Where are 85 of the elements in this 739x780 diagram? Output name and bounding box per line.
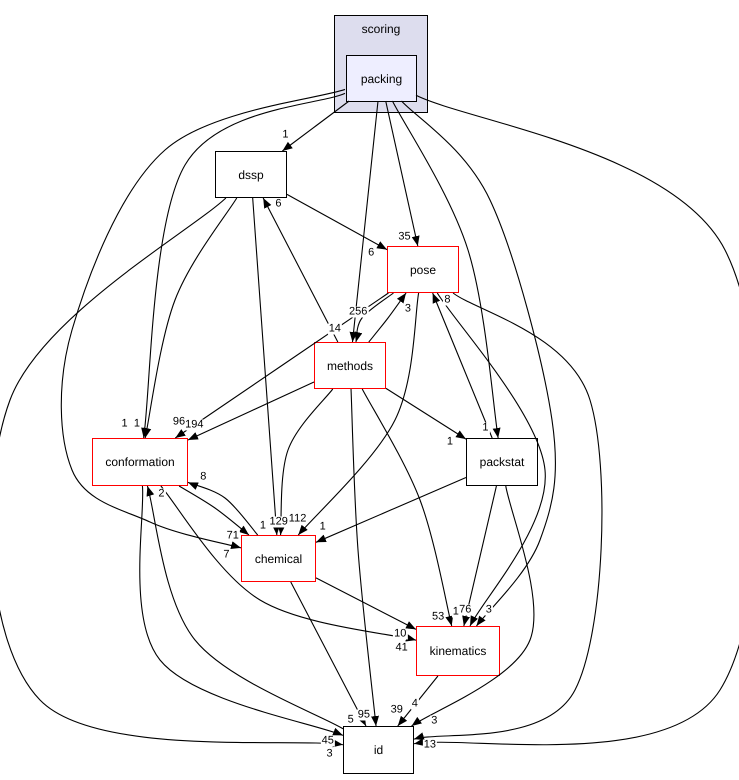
edge-label: 194	[184, 419, 204, 430]
arrow	[188, 382, 314, 440]
arrow	[462, 486, 497, 626]
directory-box	[346, 55, 417, 102]
arrow	[368, 292, 406, 342]
arrow	[277, 388, 334, 536]
edge-label: 13	[422, 739, 438, 750]
arrow	[160, 486, 416, 642]
arrow	[392, 100, 501, 438]
edge-label: 96	[172, 416, 186, 428]
node-label: pose	[410, 262, 436, 276]
node-label: scoring	[362, 22, 400, 36]
arrow	[290, 582, 366, 726]
node-label: id	[374, 743, 384, 757]
arrow	[354, 292, 394, 342]
edge-label: 1	[446, 436, 454, 448]
directory-box	[343, 726, 414, 774]
arrow	[432, 292, 493, 438]
edge-label: 3	[404, 304, 412, 315]
arrow	[298, 292, 420, 536]
arrow	[385, 100, 420, 246]
edge-label: 95	[356, 710, 371, 721]
edge-label: 5	[346, 714, 355, 726]
edge-label: 71	[226, 530, 240, 542]
edge-label: 8	[199, 471, 208, 482]
edge-label: 10	[393, 628, 408, 640]
edge-label: 4	[410, 698, 419, 710]
arrow	[60, 88, 346, 550]
arrow	[350, 388, 379, 726]
directory-box	[92, 438, 188, 486]
arrow	[414, 292, 602, 742]
arrow	[411, 486, 534, 726]
group-box	[334, 15, 428, 113]
edge-label: 3	[430, 716, 438, 727]
directory-box	[241, 535, 316, 582]
edge-label: 39	[390, 704, 404, 716]
node-label: chemical	[254, 552, 302, 566]
edge-label: 1	[281, 130, 290, 140]
edge-label: 1	[481, 422, 490, 434]
arrow	[316, 577, 416, 630]
directory-box	[215, 151, 287, 198]
arrow	[436, 292, 546, 626]
edge-label: 53	[430, 612, 446, 623]
arrow	[286, 194, 388, 250]
edge-label: 35	[397, 231, 412, 242]
edge-label: 6	[274, 198, 283, 210]
edge-label: 45	[320, 735, 335, 746]
directory-box	[416, 626, 500, 676]
edge-label: 14	[328, 323, 342, 334]
edge-label: 3	[325, 748, 334, 760]
edge-label: 1	[258, 520, 268, 532]
arrow	[362, 388, 454, 626]
edge-label: 1	[452, 606, 460, 618]
directory-box	[466, 438, 538, 486]
edge-label: 6	[367, 248, 376, 259]
node-label: packing	[360, 72, 402, 86]
arrow	[316, 477, 466, 543]
arrow	[401, 100, 556, 626]
arrow	[140, 92, 346, 438]
edge-label: 112	[288, 513, 308, 524]
directory-box	[387, 246, 459, 293]
arrow	[350, 100, 379, 342]
arrow	[174, 292, 389, 438]
node-label: kinematics	[430, 644, 486, 658]
edge-label: 8	[443, 294, 452, 306]
node-label: dssp	[238, 168, 264, 182]
edge-label: 129	[268, 516, 289, 528]
node-label: packstat	[480, 455, 524, 469]
arrow	[0, 198, 344, 748]
arrow	[282, 100, 350, 152]
node-label: conformation	[105, 455, 175, 469]
arrow	[414, 94, 739, 747]
arrow	[178, 486, 250, 536]
arrow	[397, 676, 438, 726]
arrow	[252, 198, 280, 536]
edge-label: 3	[484, 604, 493, 616]
edge-label: 1	[132, 418, 142, 430]
edge-label: 256	[348, 306, 368, 318]
node-label: methods	[326, 358, 374, 372]
edge-label: 41	[394, 642, 409, 654]
arrow	[386, 388, 466, 440]
arrow	[188, 482, 258, 536]
directory-box	[314, 342, 386, 389]
arrow	[143, 198, 238, 438]
arrow	[262, 198, 338, 342]
